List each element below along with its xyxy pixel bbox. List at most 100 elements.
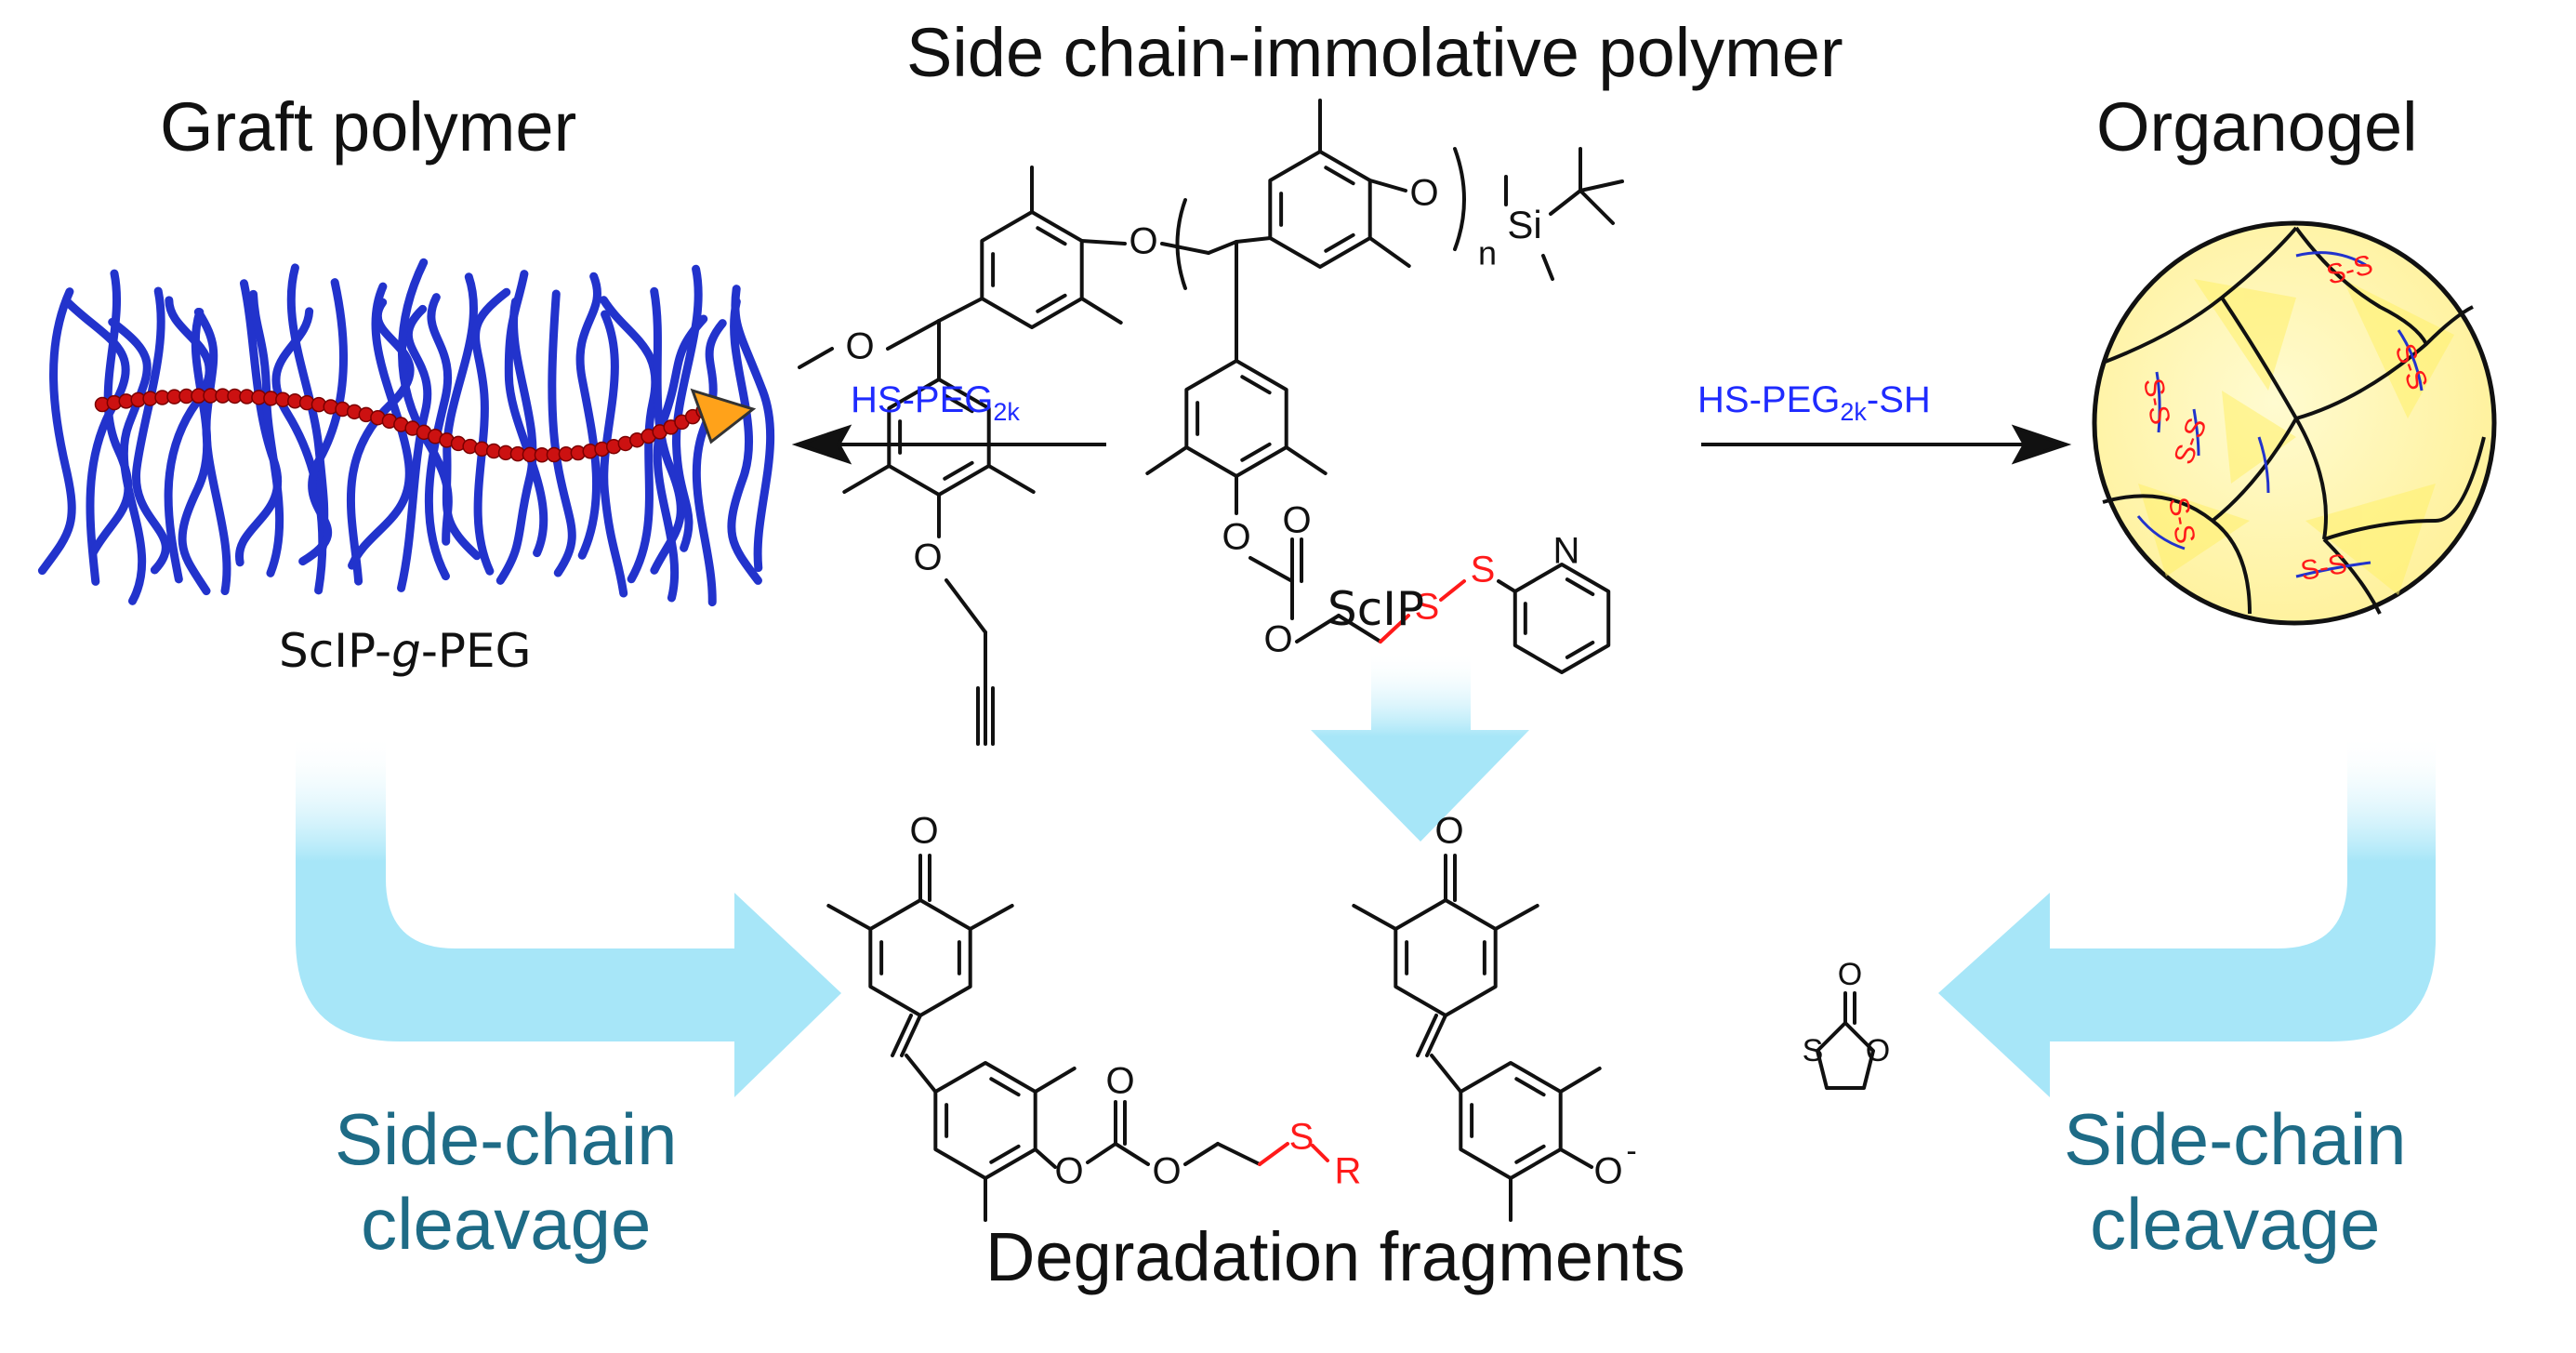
atom-label: S xyxy=(1415,587,1440,628)
methyl xyxy=(826,904,873,931)
methyl xyxy=(1033,1067,1077,1094)
ring-d xyxy=(1184,359,1288,478)
peg-chain xyxy=(249,289,284,577)
atom-label: O xyxy=(1129,221,1157,262)
bond xyxy=(1235,236,1273,244)
atom-label: O xyxy=(1105,1061,1134,1102)
methyl xyxy=(842,464,892,494)
ring-c xyxy=(1268,150,1372,269)
peg-chain xyxy=(731,285,775,573)
bond xyxy=(1079,239,1127,245)
reagent-right-main: HS-PEG xyxy=(1698,379,1841,420)
atom-label: S xyxy=(1289,1117,1314,1158)
peg-chain xyxy=(442,272,482,561)
methyl xyxy=(1367,236,1411,268)
atom-label: O xyxy=(1282,500,1311,541)
atom-label: O xyxy=(1593,1151,1622,1192)
bond xyxy=(1248,556,1294,583)
bond xyxy=(1367,179,1407,192)
double-bond xyxy=(1324,166,1355,186)
right-cleavage-line1: Side-chain xyxy=(2064,1098,2407,1180)
bond xyxy=(1216,1142,1262,1166)
methyl xyxy=(1558,1067,1602,1094)
methyl xyxy=(1493,904,1539,931)
bond xyxy=(1579,179,1624,192)
peg-chain xyxy=(298,278,349,566)
peg-chain xyxy=(108,317,152,605)
peg-chain xyxy=(727,297,762,585)
ring-b xyxy=(980,210,1084,329)
atom-label: S xyxy=(1803,1033,1824,1068)
fragment-ring-1 xyxy=(933,1061,1037,1180)
graft-label-part-c: -PEG xyxy=(420,624,532,678)
atom-label: O xyxy=(1409,173,1438,214)
atom-label: O xyxy=(845,326,874,367)
quinone-ring-1 xyxy=(868,898,972,1017)
bond xyxy=(945,578,987,634)
reagent-left-sub: 2k xyxy=(993,398,1020,426)
left-title: Graft polymer xyxy=(160,88,577,166)
peg-chain xyxy=(348,282,414,570)
methyl xyxy=(1145,445,1189,475)
bond xyxy=(900,1014,922,1057)
s-link xyxy=(1258,1142,1289,1166)
graft-polymer-illustration xyxy=(37,258,775,607)
atom-label: O xyxy=(913,537,942,578)
atom-label: O xyxy=(1434,811,1463,852)
peg-chain xyxy=(575,272,601,560)
exocyclic-double xyxy=(1416,1014,1438,1057)
scip-label: ScIP xyxy=(1328,582,1425,636)
peg-chain xyxy=(88,269,133,557)
atom-label: O xyxy=(1838,957,1862,992)
left-cleavage-arrow xyxy=(296,735,841,1097)
double-bond xyxy=(1036,226,1067,246)
bond xyxy=(937,297,984,323)
peg-chain xyxy=(692,319,727,607)
graft-polymer-label: ScIP-g-PEG xyxy=(279,628,531,674)
double-bond xyxy=(989,1144,1021,1164)
double-bond xyxy=(1240,442,1272,462)
atom-label: S xyxy=(1471,550,1496,590)
bond xyxy=(1183,1142,1220,1166)
peg-chain xyxy=(548,289,576,577)
peg-chain xyxy=(471,287,511,576)
double-bond xyxy=(1565,641,1595,659)
fragment-ring-2 xyxy=(1459,1061,1563,1180)
double-bond xyxy=(943,460,974,481)
pyridine-ring xyxy=(1513,563,1611,674)
peg-chain xyxy=(599,296,660,584)
left-cleavage-line2: cleavage xyxy=(361,1183,652,1266)
double-bond xyxy=(1036,293,1067,313)
peg-chain xyxy=(397,304,432,592)
atom-label: O xyxy=(909,811,938,852)
bond xyxy=(1033,1147,1057,1169)
end-group-cone xyxy=(690,388,757,444)
bond xyxy=(1086,1142,1117,1164)
right-cleavage-arrow xyxy=(1938,735,2436,1097)
thiocarbonate-ring xyxy=(1816,1021,1875,1090)
bond xyxy=(1425,1014,1447,1057)
organogel-illustration: S-SS-SS-SS-SS-SS-S xyxy=(2092,220,2497,626)
double-bond xyxy=(943,393,974,414)
graft-label-part-b: g xyxy=(391,624,421,678)
bracket-open xyxy=(1175,198,1187,290)
peg-chain xyxy=(600,310,628,598)
reagent-right-tail: -SH xyxy=(1866,379,1931,420)
peg-chain xyxy=(271,307,327,595)
double-bond xyxy=(1514,1144,1546,1164)
right-cleavage-line2: cleavage xyxy=(2090,1183,2381,1266)
atom-label: n xyxy=(1478,234,1497,272)
center-down-arrow xyxy=(1311,651,1529,842)
bond xyxy=(1295,614,1341,643)
right-cleavage-label: Side-chain cleavage xyxy=(2064,1097,2407,1267)
methyl xyxy=(1284,445,1328,475)
peg-chain xyxy=(132,286,170,575)
atom-label: O xyxy=(1054,1151,1083,1192)
bond xyxy=(1558,1147,1593,1169)
exocyclic-double xyxy=(891,1014,913,1057)
atom-label: Si xyxy=(1507,203,1541,246)
methyl xyxy=(986,464,1036,494)
peg-chain xyxy=(424,293,453,581)
